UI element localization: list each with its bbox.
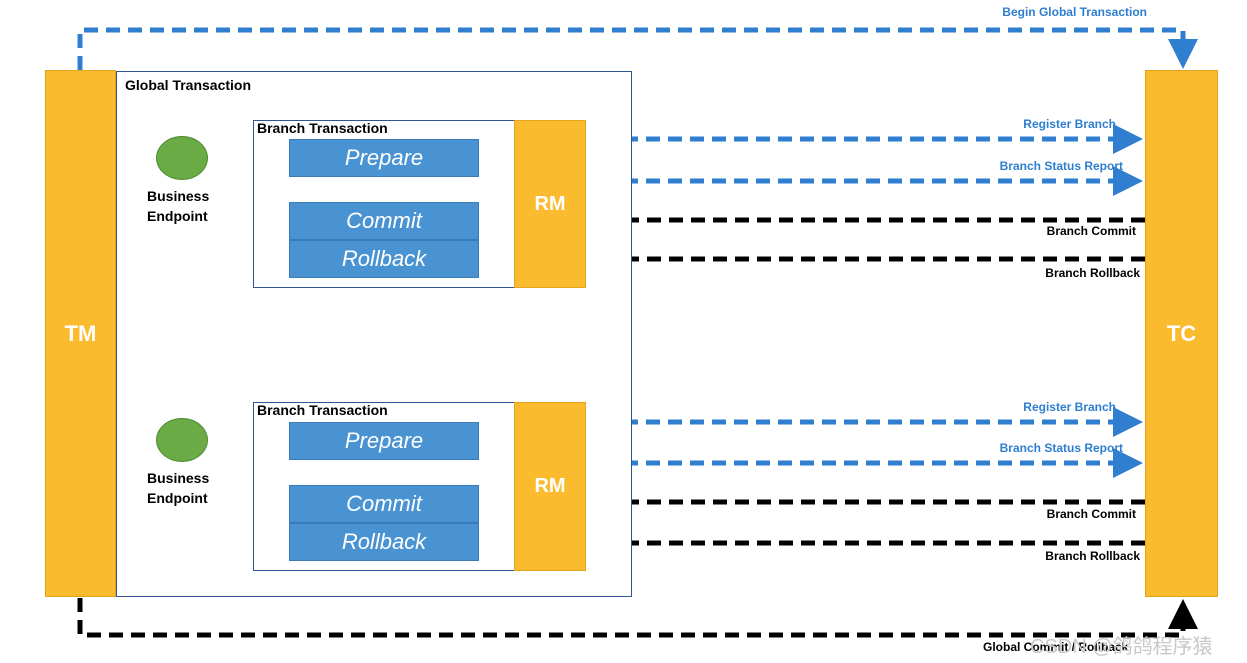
watermark-text: CSDN @鸽鸽程序猿 bbox=[1030, 636, 1213, 658]
branch-transaction-title-1: Branch Transaction bbox=[257, 120, 388, 136]
begin-global-arrow bbox=[77, 27, 1198, 70]
business-endpoint-circle-2 bbox=[156, 418, 208, 462]
prepare-label-2: Prepare bbox=[344, 428, 424, 453]
branch-rollback-label-1: Branch Rollback bbox=[1045, 266, 1140, 280]
rollback-label-2: Rollback bbox=[341, 529, 427, 554]
rm-block-1: RM bbox=[514, 120, 586, 288]
commit-box-1: Commit bbox=[289, 202, 479, 240]
status-report-label-2: Branch Status Report bbox=[999, 441, 1123, 455]
endpoint-label-line2: Endpoint bbox=[147, 490, 208, 506]
prepare-box-2: Prepare bbox=[289, 422, 479, 460]
rm-label-2: RM bbox=[534, 475, 566, 497]
business-endpoint-label-2: Business Endpoint bbox=[147, 468, 209, 508]
tm-label: TM bbox=[64, 320, 97, 346]
tm-block: TM bbox=[45, 70, 116, 597]
global-commit-rollback-label: Global Commit / Rollback bbox=[983, 640, 1129, 654]
commit-box-2: Commit bbox=[289, 485, 479, 523]
business-endpoint-label-1: Business Endpoint bbox=[147, 186, 209, 226]
tc-label: TC bbox=[1166, 320, 1197, 346]
branch-transaction-title-2: Branch Transaction bbox=[257, 402, 388, 418]
begin-global-transaction-label: Begin Global Transaction bbox=[1002, 5, 1147, 19]
commit-label-1: Commit bbox=[346, 208, 422, 233]
endpoint-label-line2: Endpoint bbox=[147, 208, 208, 224]
prepare-box-1: Prepare bbox=[289, 139, 479, 177]
rollback-label-1: Rollback bbox=[341, 246, 427, 271]
status-report-label-1: Branch Status Report bbox=[999, 159, 1123, 173]
rollback-box-2: Rollback bbox=[289, 523, 479, 561]
endpoint-label-line1: Business bbox=[147, 188, 210, 204]
endpoint-label-line1: Business bbox=[147, 470, 210, 486]
register-branch-label-1: Register Branch bbox=[1023, 117, 1116, 131]
rm-block-2: RM bbox=[514, 402, 586, 571]
commit-label-2: Commit bbox=[346, 491, 422, 516]
global-transaction-title: Global Transaction bbox=[125, 77, 252, 93]
global-commit-arrow bbox=[77, 598, 1198, 638]
business-endpoint-circle-1 bbox=[156, 136, 208, 180]
branch-commit-label-2: Branch Commit bbox=[1046, 507, 1136, 521]
prepare-label-1: Prepare bbox=[344, 145, 424, 170]
branch-commit-label-1: Branch Commit bbox=[1046, 224, 1136, 238]
register-branch-label-2: Register Branch bbox=[1023, 400, 1116, 414]
rm-label-1: RM bbox=[534, 192, 566, 215]
tc-block: TC bbox=[1145, 70, 1218, 597]
branch-rollback-label-2: Branch Rollback bbox=[1045, 549, 1140, 563]
rollback-box-1: Rollback bbox=[289, 240, 479, 278]
